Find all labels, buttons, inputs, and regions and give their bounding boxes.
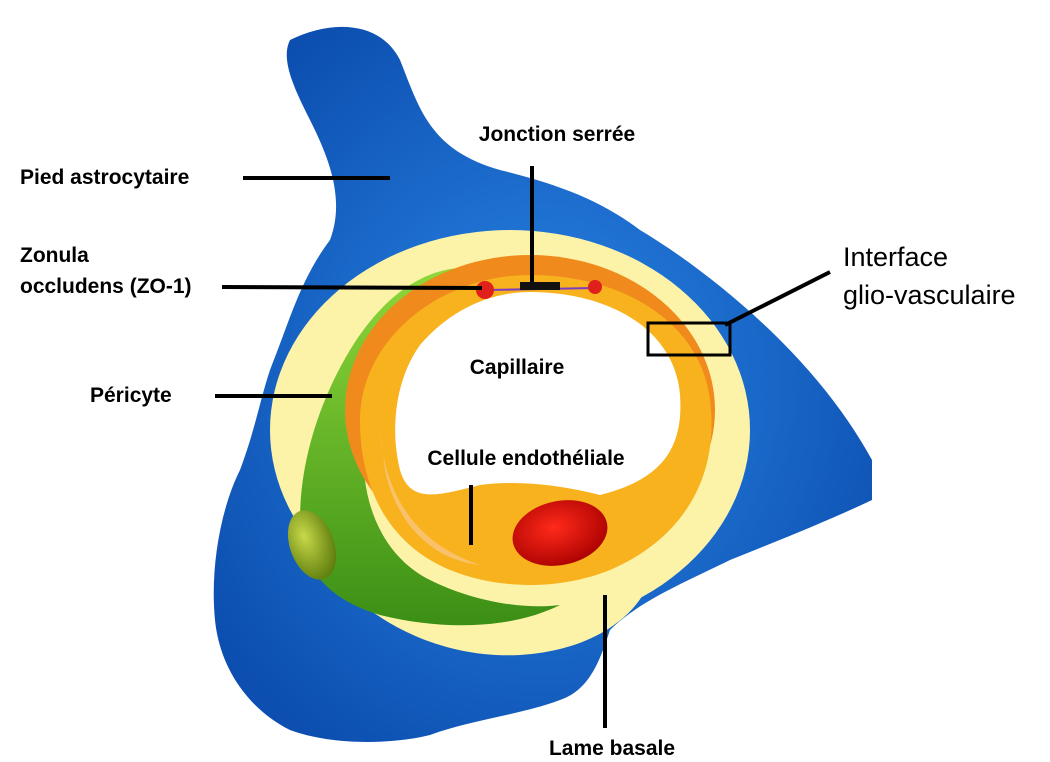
label-interface-line2: glio-vasculaire — [843, 280, 1016, 310]
label-pericyte: Péricyte — [90, 384, 172, 407]
label-lame-basale: Lame basale — [549, 737, 675, 760]
label-interface-line1: Interface — [843, 242, 948, 272]
label-pied-astrocytaire: Pied astrocytaire — [20, 166, 189, 189]
label-zonula-line2: occludens (ZO-1) — [20, 275, 192, 298]
label-cellule-endotheliale: Cellule endothéliale — [427, 447, 624, 470]
label-zonula-line1: Zonula — [20, 244, 89, 267]
label-capillaire: Capillaire — [470, 356, 565, 379]
label-jonction-serree: Jonction serrée — [479, 123, 635, 146]
